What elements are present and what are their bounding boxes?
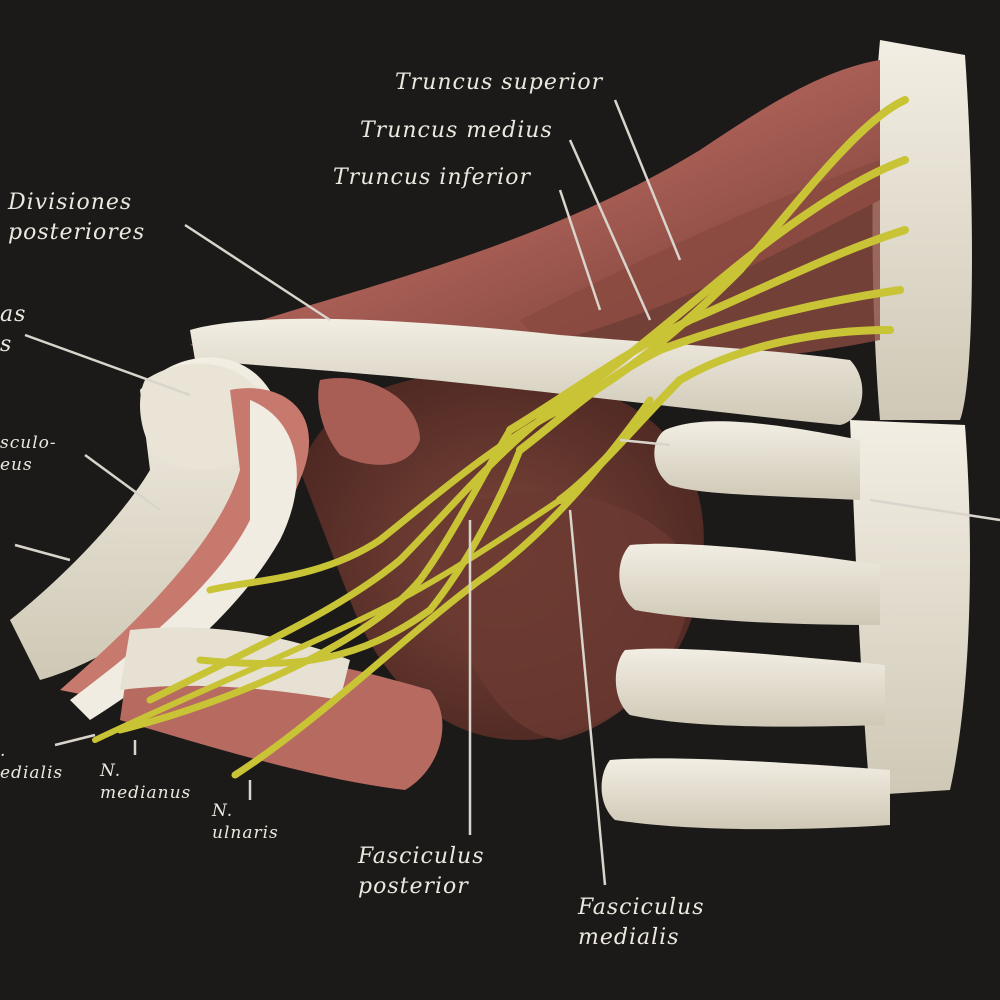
coracobrachialis-tendon [70, 400, 297, 720]
brachial-plexus-nerves [92, 96, 909, 779]
label-fasciculus-posterior: Fasciculus posterior [358, 844, 485, 899]
nerve-medianus [92, 497, 563, 743]
rib-1 [654, 421, 860, 500]
nerve-cord-4 [196, 446, 524, 667]
label-n-medianus: N. medianus [100, 761, 192, 803]
label-n-musculocutaneus: sculo- eus [0, 433, 57, 475]
pectoralis-minor [318, 378, 420, 465]
nerve-root-c8 [516, 286, 904, 454]
label-fasciculus-medialis: Fasciculus medialis [578, 895, 705, 950]
label-divisiones-anteriores: as s [0, 302, 27, 357]
rib-2 [619, 543, 880, 625]
rib-3 [615, 648, 885, 727]
label-n-ulnaris: N. ulnaris [212, 801, 279, 843]
label-n-medialis: . edialis [0, 741, 64, 783]
rib-4 [601, 758, 890, 830]
label-truncus-medius: Truncus medius [360, 118, 553, 143]
biceps-muscle [60, 388, 310, 700]
nerve-root-c7 [506, 226, 909, 434]
label-truncus-superior: Truncus superior [395, 70, 604, 95]
nerve-ulnaris [231, 396, 654, 779]
label-truncus-inferior: Truncus inferior [333, 165, 531, 190]
ribs [601, 421, 890, 830]
label-divisiones-posteriores: Divisiones posteriores [8, 190, 146, 245]
nerve-root-c6 [536, 156, 909, 424]
clavicle-bone [190, 318, 863, 425]
leader-lines [14, 99, 1000, 886]
